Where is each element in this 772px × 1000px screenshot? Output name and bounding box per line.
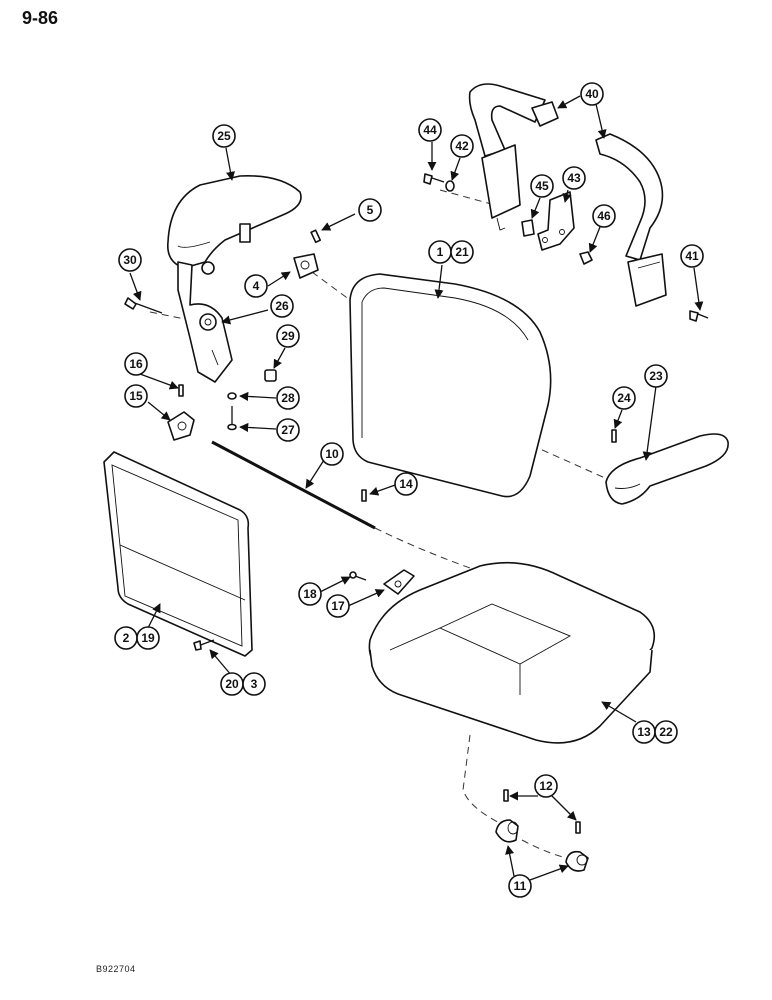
svg-text:41: 41 <box>685 249 699 263</box>
svg-text:19: 19 <box>141 631 155 645</box>
callout-16: 16 <box>124 352 148 376</box>
callout-23: 23 <box>644 364 668 388</box>
svg-text:4: 4 <box>253 279 260 293</box>
callout-12: 12 <box>534 774 558 798</box>
callout-18: 18 <box>298 582 322 606</box>
latch-part-17 <box>383 569 415 595</box>
svg-text:18: 18 <box>303 587 317 601</box>
washer-part-42 <box>445 180 455 192</box>
svg-text:29: 29 <box>281 329 295 343</box>
svg-text:25: 25 <box>217 129 231 143</box>
bolt-part-44 <box>423 173 445 185</box>
screw-part-20-3 <box>193 639 215 651</box>
back-panel-part-2-19 <box>103 451 253 657</box>
nut-part-46 <box>579 251 593 265</box>
rod-part-10 <box>211 440 376 530</box>
page-number: 9-86 <box>22 8 59 28</box>
svg-text:3: 3 <box>251 677 258 691</box>
svg-text:27: 27 <box>281 423 295 437</box>
svg-text:28: 28 <box>281 391 295 405</box>
svg-text:2: 2 <box>123 631 130 645</box>
callout-10: 10 <box>320 442 344 466</box>
callout-25: 25 <box>212 124 236 148</box>
armrest-part-25 <box>167 175 302 275</box>
svg-text:40: 40 <box>585 87 599 101</box>
callout-24: 24 <box>612 386 636 410</box>
svg-text:21: 21 <box>455 245 469 259</box>
svg-text:16: 16 <box>129 357 143 371</box>
callout-30: 30 <box>118 248 142 272</box>
callout-45: 45 <box>530 174 554 198</box>
washer-part-28 <box>227 392 237 400</box>
svg-text:10: 10 <box>325 447 339 461</box>
svg-text:5: 5 <box>367 203 374 217</box>
callout-11: 11 <box>508 874 532 898</box>
callout-14: 14 <box>394 472 418 496</box>
pin-part-16 <box>178 384 184 397</box>
bushings-part-11 <box>495 819 589 872</box>
bolt-part-30 <box>124 297 163 314</box>
callout-13-22: 13 22 <box>632 720 678 744</box>
callout-5: 5 <box>358 198 382 222</box>
callout-17: 17 <box>326 594 350 618</box>
latch-part-4 <box>293 253 319 279</box>
svg-text:45: 45 <box>535 179 549 193</box>
callout-27: 27 <box>276 418 300 442</box>
svg-text:12: 12 <box>539 779 553 793</box>
svg-text:14: 14 <box>399 477 413 491</box>
callout-1-21: 1 21 <box>428 240 474 264</box>
callout-29: 29 <box>276 324 300 348</box>
svg-text:26: 26 <box>275 299 289 313</box>
figure-code: B922704 <box>96 964 136 974</box>
pin-part-12a <box>503 789 509 802</box>
callout-44: 44 <box>418 118 442 142</box>
backrest-cushion-part-1-21 <box>349 273 552 498</box>
svg-text:23: 23 <box>649 369 663 383</box>
pin-part-5 <box>310 229 322 244</box>
seat-cushion-part-13-22 <box>368 561 656 744</box>
pin-part-24 <box>611 429 617 443</box>
callout-15: 15 <box>124 384 148 408</box>
callout-40: 40 <box>580 82 604 106</box>
svg-text:20: 20 <box>225 677 239 691</box>
svg-text:42: 42 <box>455 139 469 153</box>
pin-part-14 <box>361 489 367 502</box>
callouts: 25 5 4 30 26 29 28 27 16 15 10 14 1 21 2… <box>114 82 704 898</box>
callout-46: 46 <box>592 204 616 228</box>
callout-2-19: 2 19 <box>114 626 160 650</box>
callout-41: 41 <box>680 244 704 268</box>
svg-text:13: 13 <box>637 725 651 739</box>
pin-part-12b <box>575 821 581 834</box>
callout-4: 4 <box>244 274 268 298</box>
armrest-pad-part-23 <box>605 433 729 505</box>
svg-text:22: 22 <box>659 725 673 739</box>
svg-text:30: 30 <box>123 253 137 267</box>
svg-text:24: 24 <box>617 391 631 405</box>
svg-text:1: 1 <box>437 245 444 259</box>
callout-28: 28 <box>276 386 300 410</box>
knob-part-15 <box>167 411 195 441</box>
bolt-part-41 <box>689 310 709 322</box>
spacer-part-45 <box>521 219 535 237</box>
bracket-part-26 <box>177 261 233 383</box>
callout-43: 43 <box>562 166 586 190</box>
screw-part-18 <box>349 571 367 581</box>
svg-text:17: 17 <box>331 599 345 613</box>
spacer-part-29 <box>264 369 277 382</box>
callout-20-3: 20 3 <box>220 672 266 696</box>
callout-26: 26 <box>270 294 294 318</box>
svg-text:44: 44 <box>423 123 437 137</box>
svg-text:15: 15 <box>129 389 143 403</box>
screw-part-27 <box>227 406 237 431</box>
bracket-part-43 <box>537 191 575 251</box>
seat-belt-part-40 <box>468 83 667 307</box>
callout-42: 42 <box>450 134 474 158</box>
svg-text:46: 46 <box>597 209 611 223</box>
svg-text:11: 11 <box>514 879 527 893</box>
leader-lines <box>129 95 704 881</box>
svg-text:43: 43 <box>567 171 581 185</box>
